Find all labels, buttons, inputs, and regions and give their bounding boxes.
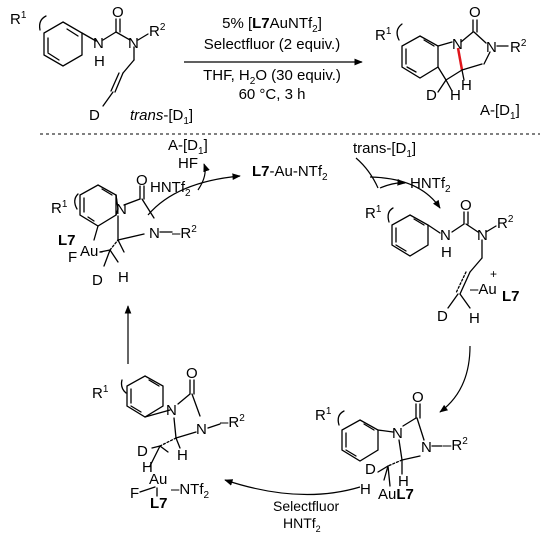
int2-n2: N [421, 439, 432, 456]
step-out-product: A-[D1] [168, 137, 208, 157]
step-oxidant: Selectfluor [273, 498, 339, 514]
int4-d: D [92, 272, 103, 289]
int1-h2: H [469, 310, 480, 327]
int4-o: O [136, 172, 148, 189]
int2-d: D [365, 461, 376, 478]
int1-n2: N [477, 227, 488, 244]
int3-n1: N [166, 402, 177, 419]
reactant-label: trans-[D1] [130, 107, 193, 127]
step-oxidant-acid: HNTf2 [283, 515, 321, 534]
int1-plus: + [490, 267, 497, 281]
int3-h2: H [177, 447, 188, 464]
product-n1: N [452, 36, 463, 53]
intermediate-gold-iii [120, 375, 221, 467]
product-h1: H [450, 87, 461, 104]
step-out-acid: HNTf2 [410, 175, 451, 195]
int3-f: F [130, 485, 139, 502]
int3-n2: N [196, 421, 207, 438]
product-h2: H [461, 77, 472, 94]
int4-r1: R1 [51, 199, 68, 217]
int2-n1: N [392, 425, 403, 442]
reactant-h: H [94, 53, 105, 70]
reactant-d: D [89, 107, 100, 124]
int1-h: H [441, 244, 452, 261]
int4-r2: –R2 [172, 224, 197, 242]
int1-o: O [460, 197, 472, 214]
int3-ntf2: –NTf2 [171, 481, 210, 501]
int1-d: D [437, 308, 448, 325]
intermediate-auracycle [74, 184, 173, 267]
int1-r2: R2 [497, 214, 514, 232]
step-in-acid: HNTf2 [150, 179, 191, 199]
product-o: O [469, 4, 481, 21]
int2-aul7: AuL7 [378, 486, 414, 503]
int1-au: –Au [470, 281, 497, 298]
int4-f: F [68, 249, 77, 266]
int4-l7: L7 [58, 232, 76, 249]
product-label: A-[D1] [480, 102, 520, 122]
intermediate-alkylgold [337, 403, 443, 487]
int4-n1: N [116, 201, 127, 218]
int4-au: Au [80, 243, 98, 260]
int3-l7: L7 [150, 495, 168, 512]
condition-solvent: THF, H2O (30 equiv.) [203, 67, 341, 87]
int3-r1: R1 [92, 384, 109, 402]
product-structure [396, 19, 509, 93]
arrow-coordination [369, 176, 441, 209]
condition-temperature: 60 °C, 3 h [239, 86, 306, 103]
reactant-o: O [112, 4, 124, 21]
arrow-cyclization [439, 345, 471, 413]
int4-n2: N [149, 225, 160, 242]
product-d: D [426, 87, 437, 104]
int2-h-ring: H [398, 473, 409, 490]
int1-n1: N [440, 227, 451, 244]
condition-catalyst: 5% [L7AuNTf2] [222, 15, 322, 35]
reactant-n1: N [93, 35, 104, 52]
reactant-structure [38, 15, 149, 107]
catalyst-label: L7-Au-NTf2 [252, 163, 328, 183]
step-in-reactant: trans-[D1] [353, 140, 416, 160]
int2-r2: –R2 [443, 436, 468, 454]
int3-au: Au [149, 471, 167, 488]
int1-r1: R1 [365, 204, 382, 222]
product-r2: R2 [510, 38, 527, 56]
reactant-r1: R1 [10, 10, 27, 28]
condition-oxidant: Selectfluor (2 equiv.) [204, 36, 340, 53]
step-out-hf: HF [178, 155, 198, 172]
reactant-r2: R2 [149, 22, 166, 40]
product-r1: R1 [375, 26, 392, 44]
arrow-elimination [147, 173, 241, 216]
int1-l7: L7 [502, 288, 520, 305]
product-n2: N [486, 39, 497, 56]
int4-h: H [118, 269, 129, 286]
intermediate-alkene-complex [387, 207, 497, 309]
arrow-oxidation [224, 479, 361, 496]
int3-r2: –R2 [220, 413, 245, 431]
int2-o: O [412, 389, 424, 406]
arrow-coordination-out [379, 178, 406, 189]
int2-h: H [360, 481, 371, 498]
int2-r1: R1 [315, 406, 332, 424]
reactant-n2: N [128, 35, 139, 52]
int3-d: D [137, 443, 148, 460]
int3-o: O [186, 365, 198, 382]
int3-h1: H [142, 459, 153, 476]
arrow-elimination-branch [197, 163, 210, 191]
arrow-coordination-in [355, 157, 379, 189]
